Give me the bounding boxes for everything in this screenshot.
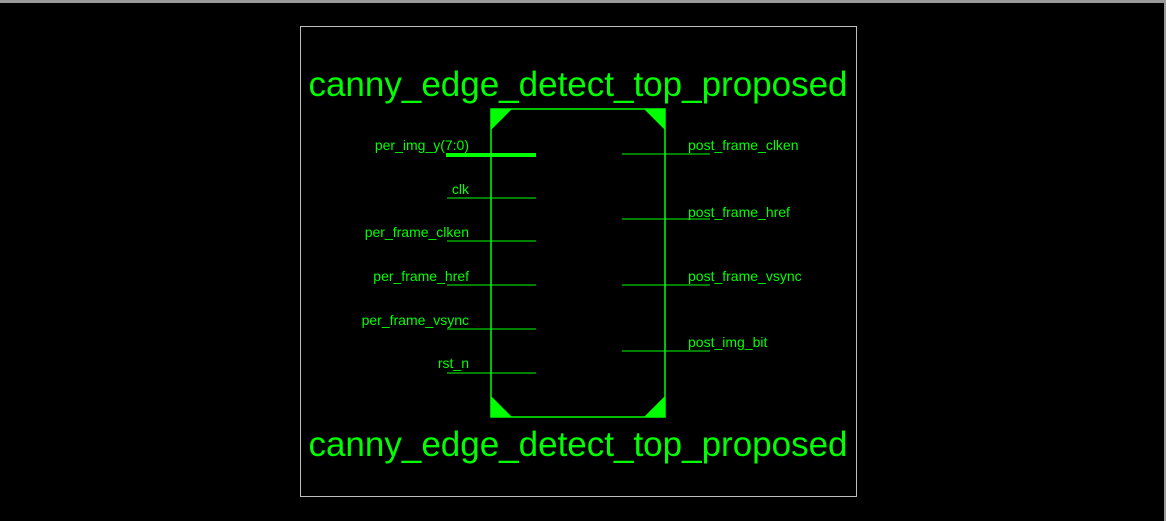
input-port-label-per-frame-href: per_frame_href (373, 268, 469, 284)
corner-marker-top-left (491, 109, 512, 130)
output-port-label-post-frame-vsync: post_frame_vsync (688, 268, 802, 284)
output-port-label-post-frame-href: post_frame_href (688, 204, 790, 220)
input-port-label-clk: clk (452, 181, 470, 197)
input-port-label-per-frame-clken: per_frame_clken (365, 224, 469, 240)
input-ports: per_img_y(7:0)clk per_frame_clken per_fram… (362, 137, 536, 374)
input-port-label-rst-n: rst_n (438, 355, 469, 371)
instance-frame[interactable] (300, 26, 857, 497)
schematic-canvas[interactable]: canny_edge_detect_top_proposed canny_edg… (0, 3, 1164, 521)
input-port-label-per-img-y-7-0: per_img_y(7:0) (375, 137, 469, 153)
instance-name-bottom: canny_edge_detect_top_proposed (308, 425, 847, 464)
corner-marker-top-right (644, 109, 665, 130)
output-port-label-post-img-bit: post_img_bit (688, 334, 767, 350)
output-ports: post_frame_clken post_frame_href post_fram… (622, 137, 802, 352)
corner-marker-bottom-left (491, 396, 512, 417)
component-body[interactable] (490, 108, 666, 418)
corner-marker-bottom-right (644, 396, 665, 417)
instance-name-top: canny_edge_detect_top_proposed (308, 65, 847, 104)
input-port-label-per-frame-vsync: per_frame_vsync (362, 312, 469, 328)
output-port-label-post-frame-clken: post_frame_clken (688, 137, 799, 153)
